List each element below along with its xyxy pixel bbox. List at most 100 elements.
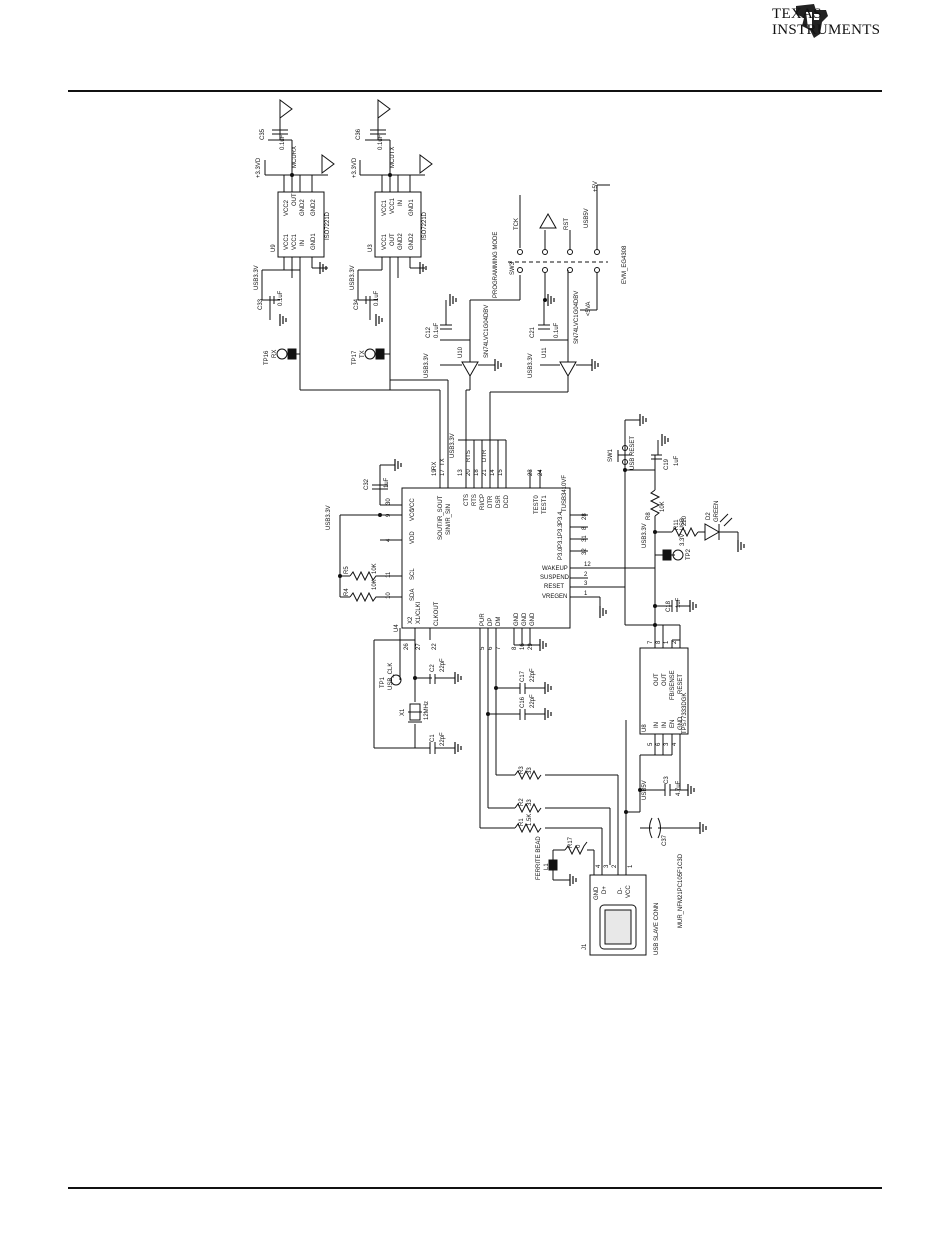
tp1-label: USB_CLK xyxy=(388,663,394,690)
r4-ref: R4 xyxy=(344,588,350,596)
u4-ref: U4 xyxy=(394,624,400,632)
c2-val: 22pF xyxy=(440,658,446,672)
u4-num-24: 24 xyxy=(538,469,544,476)
u4-num-12: 12 xyxy=(584,562,591,568)
u9-pin-in: IN xyxy=(300,240,306,246)
u3-ref: U3 xyxy=(368,244,374,252)
c16-val: 22pF xyxy=(530,694,536,708)
u9-pin-gnd2a: GND2 xyxy=(300,199,306,216)
u4-part: TUSB3410VF xyxy=(562,475,568,512)
c37-ref: C37 xyxy=(662,834,668,846)
u8-lnum-3: 3 xyxy=(664,742,670,746)
j1-pin-dp: D+ xyxy=(602,886,608,894)
u4-pin-scl: SCL xyxy=(410,568,416,580)
u9-part: ISO7221D xyxy=(325,211,331,240)
u11-cap-val: 0.1uF xyxy=(554,322,560,338)
u4-pin-cts: CTS xyxy=(464,494,470,506)
c2-ref: C2 xyxy=(430,664,436,672)
r1-val: 1.5K xyxy=(527,814,533,826)
u4-num-31: 31 xyxy=(582,535,588,542)
u4-num-19: 19 xyxy=(432,469,438,476)
u3-pwr: USB3.3V xyxy=(350,265,356,290)
u10-pwr: USB3.3V xyxy=(424,353,430,378)
u4-num-9: 9 xyxy=(386,513,392,517)
u8-ref: U8 xyxy=(642,724,648,732)
c18-ref: C18 xyxy=(666,600,672,612)
c3-ref: C3 xyxy=(664,776,670,784)
u4-net-rts: RTS xyxy=(466,450,472,462)
u8-lnum-4: 4 xyxy=(672,742,678,746)
u9-cap-top-val: 0.1uF xyxy=(280,134,286,150)
u9-ref: U9 xyxy=(271,244,277,252)
right-pwr: USB3.3V xyxy=(642,523,648,548)
u10-cap: C12 xyxy=(426,326,432,338)
u8-rnum-2: 2 xyxy=(672,640,678,644)
c3-val: 4.7uF xyxy=(676,780,682,796)
u10-ref: U10 xyxy=(458,346,464,358)
u8-regulator xyxy=(639,647,689,735)
u8-pin-reset: RESET xyxy=(678,674,684,694)
c1-val: 22pF xyxy=(440,732,446,746)
u3-isolator xyxy=(357,99,433,390)
u4-chip xyxy=(401,487,571,629)
u4-num-6: 6 xyxy=(488,646,494,650)
u4-pin-reset: RESET xyxy=(544,584,564,590)
r8-val: 10K xyxy=(660,501,666,512)
u9-pin-vcc2: VCC2 xyxy=(284,199,290,216)
u8-rnum-7: 7 xyxy=(648,640,654,644)
u3-cap-top-val: 0.1uF xyxy=(378,134,384,150)
u4-num-2: 2 xyxy=(584,572,588,578)
c19-ref: C19 xyxy=(664,458,670,470)
u4-pwr-left: USB3.3V xyxy=(326,505,332,530)
u9-pin-gnd1: GND1 xyxy=(311,233,317,250)
j1-pin-vcc: VCC xyxy=(626,885,632,898)
tp16-label: RX xyxy=(272,350,278,358)
c19-val: 1uF xyxy=(674,455,680,466)
u4-pin-p31: P3.1 xyxy=(558,535,564,548)
u3-pin-gnd1: GND1 xyxy=(409,199,415,216)
r3-val: 33 xyxy=(527,767,533,774)
u3-net-out: MCUTX xyxy=(390,147,396,168)
u10-cap-val: 0.1uF xyxy=(434,322,440,338)
u9-pin-vcc1a: VCC1 xyxy=(284,233,290,250)
u4-pin-vcc-a: VCC xyxy=(410,498,416,511)
sw3-usb: USB5V xyxy=(584,208,590,228)
sw3-part: EVM_EG4308 xyxy=(622,245,628,284)
u3-cap-top: C36 xyxy=(356,128,362,140)
u4-pin-ri: RI/CP xyxy=(480,494,486,510)
u4-pin-x2: X2 xyxy=(408,616,414,624)
j1-num-2: 2 xyxy=(612,864,618,868)
sw3-net-rst: RST xyxy=(564,218,570,230)
c18-val: 1uF xyxy=(676,597,682,608)
u4-num-3: 3 xyxy=(584,581,588,587)
u9-cap-top: C35 xyxy=(260,128,266,140)
u4-net-dtr: DTR xyxy=(482,449,488,462)
u3-pin-gnd2a: GND2 xyxy=(398,233,404,250)
u4-pin-dp: DP xyxy=(488,618,494,626)
u8-pin-en: EN xyxy=(670,720,676,728)
j1-label: USB SLAVE CONN xyxy=(654,903,660,955)
r3-ref: R3 xyxy=(519,766,525,774)
u3-pin-in: IN xyxy=(398,200,404,206)
u9-rail: +3.3VD xyxy=(256,157,262,178)
u4-pin-dsr: DSR xyxy=(496,495,502,508)
u8-lnum-5: 5 xyxy=(648,742,654,746)
u4-pin-gnd-c: GND xyxy=(530,612,536,626)
u4-num-8r: 8 xyxy=(582,526,588,530)
u4-pin-clkout: CLKOUT xyxy=(434,601,440,626)
sw3-net-tck: TCK xyxy=(514,218,520,230)
u8-pin-fb: FB/SENSE xyxy=(670,670,676,700)
u9-cap-bot-val: 0.1uF xyxy=(278,290,284,306)
u9-pin-out: OUT xyxy=(292,193,298,206)
u4-num-28: 28 xyxy=(582,513,588,520)
j1-num-1: 1 xyxy=(628,864,634,868)
u8-rnum-1: 1 xyxy=(664,640,670,644)
r2-ref: R2 xyxy=(519,798,525,806)
u4-pin-gnd-a: GND xyxy=(514,612,520,626)
u8-pin-out-b: OUT xyxy=(662,673,668,686)
u4-pin-gnd-b: GND xyxy=(522,612,528,626)
brand-wordmark: TEXAS INSTRUMENTS xyxy=(772,6,880,38)
u4-num-16: 16 xyxy=(520,643,526,650)
u10-part: SN74LVC1G04DBV xyxy=(484,305,490,358)
c32-val: 1uF xyxy=(384,477,390,488)
